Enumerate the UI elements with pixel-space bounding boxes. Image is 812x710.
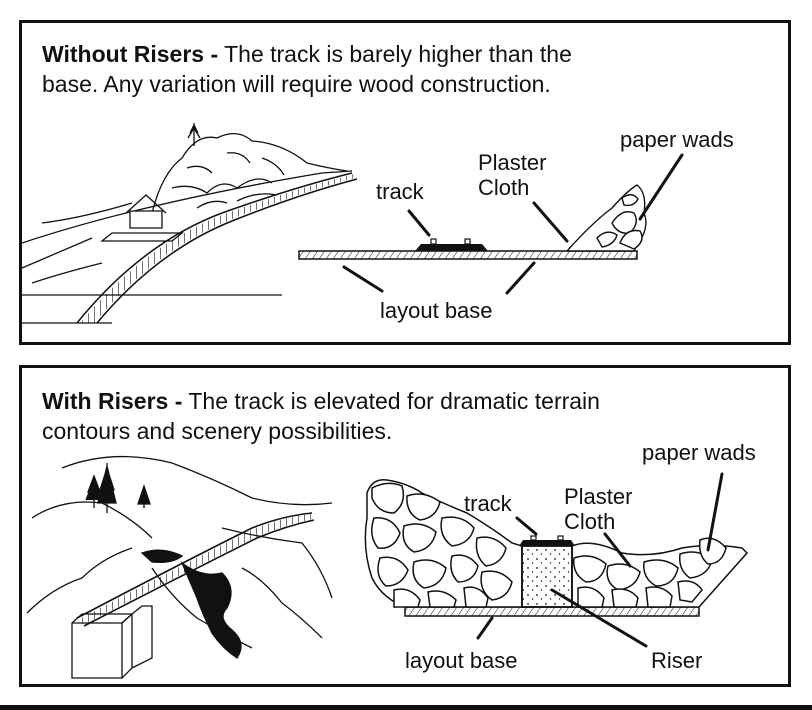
panel-heading: With Risers - The track is elevated for … <box>42 386 762 446</box>
page-bottom-rule <box>0 705 812 710</box>
rail-left <box>530 535 537 541</box>
heading-bold: With Risers - <box>42 388 183 414</box>
label-layout-base: layout base <box>380 298 493 323</box>
heading-bold: Without Risers - <box>42 41 219 67</box>
rail-right <box>557 535 564 541</box>
leader-lines <box>342 153 684 295</box>
track-ties <box>80 174 355 323</box>
layout-base-board <box>298 250 638 260</box>
track-shape <box>519 540 575 546</box>
label-riser: Riser <box>651 648 703 673</box>
leader-lines <box>476 472 724 648</box>
label-paper-wads: paper wads <box>642 440 756 465</box>
heading-line-2: contours and scenery possibilities. <box>42 418 393 444</box>
label-cloth: Cloth <box>478 175 530 200</box>
heading-line-2: base. Any variation will require wood co… <box>42 71 551 97</box>
track-shape <box>415 244 488 251</box>
layout-base-board <box>404 606 700 617</box>
diagram-without-risers <box>22 123 684 324</box>
label-track: track <box>464 491 512 516</box>
paper-wads-shape <box>565 184 647 252</box>
label-track: track <box>376 179 424 204</box>
label-layout-base: layout base <box>405 648 518 673</box>
heading-line-1: The track is elevated for dramatic terra… <box>182 388 600 414</box>
panel-without-risers: Without Risers - The track is barely hig… <box>19 20 791 345</box>
track-ties <box>79 514 313 625</box>
label-plaster: Plaster <box>478 150 547 175</box>
label-paper-wads: paper wads <box>620 127 734 152</box>
landscape-sketch <box>22 123 358 324</box>
terrain-rocks <box>364 479 749 608</box>
rail-right <box>464 238 471 245</box>
rail-left <box>430 238 437 245</box>
panel-heading: Without Risers - The track is barely hig… <box>42 39 762 99</box>
label-plaster: Plaster <box>564 484 633 509</box>
diagram-with-risers <box>26 455 749 679</box>
landscape-sketch <box>26 455 333 679</box>
panel-with-risers: With Risers - The track is elevated for … <box>19 365 791 687</box>
heading-line-1: The track is barely higher than the <box>218 41 572 67</box>
label-cloth: Cloth <box>564 509 616 534</box>
